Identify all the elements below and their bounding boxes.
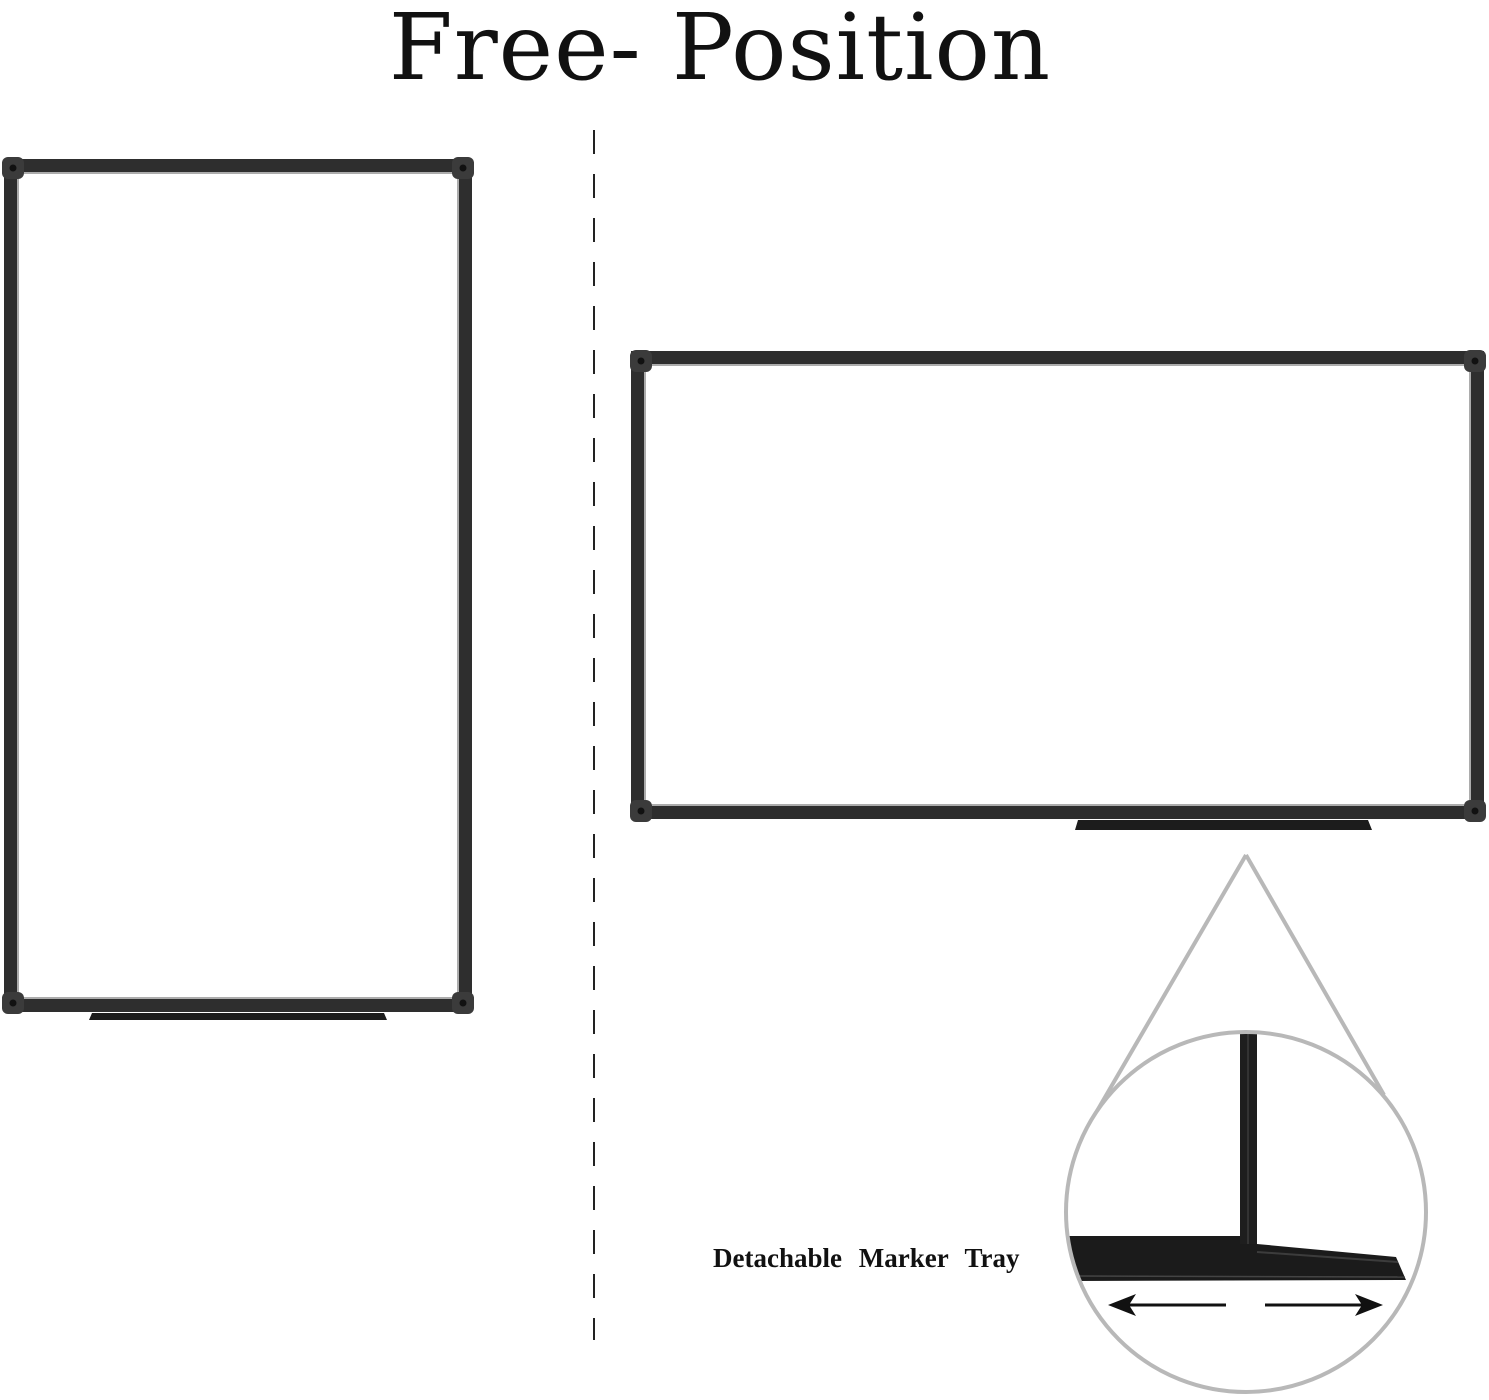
horizontal-whiteboard <box>630 350 1486 830</box>
page-title: Free- Position <box>388 0 1052 101</box>
vertical-whiteboard <box>2 157 474 1020</box>
arrow-right-icon <box>1265 1294 1383 1316</box>
marker-tray <box>89 1013 387 1020</box>
tray-label: Detachable Marker Tray <box>713 1243 1020 1273</box>
marker-tray <box>1075 820 1372 830</box>
magnifier-callout <box>1064 853 1428 1394</box>
arrow-left-icon <box>1108 1294 1226 1316</box>
